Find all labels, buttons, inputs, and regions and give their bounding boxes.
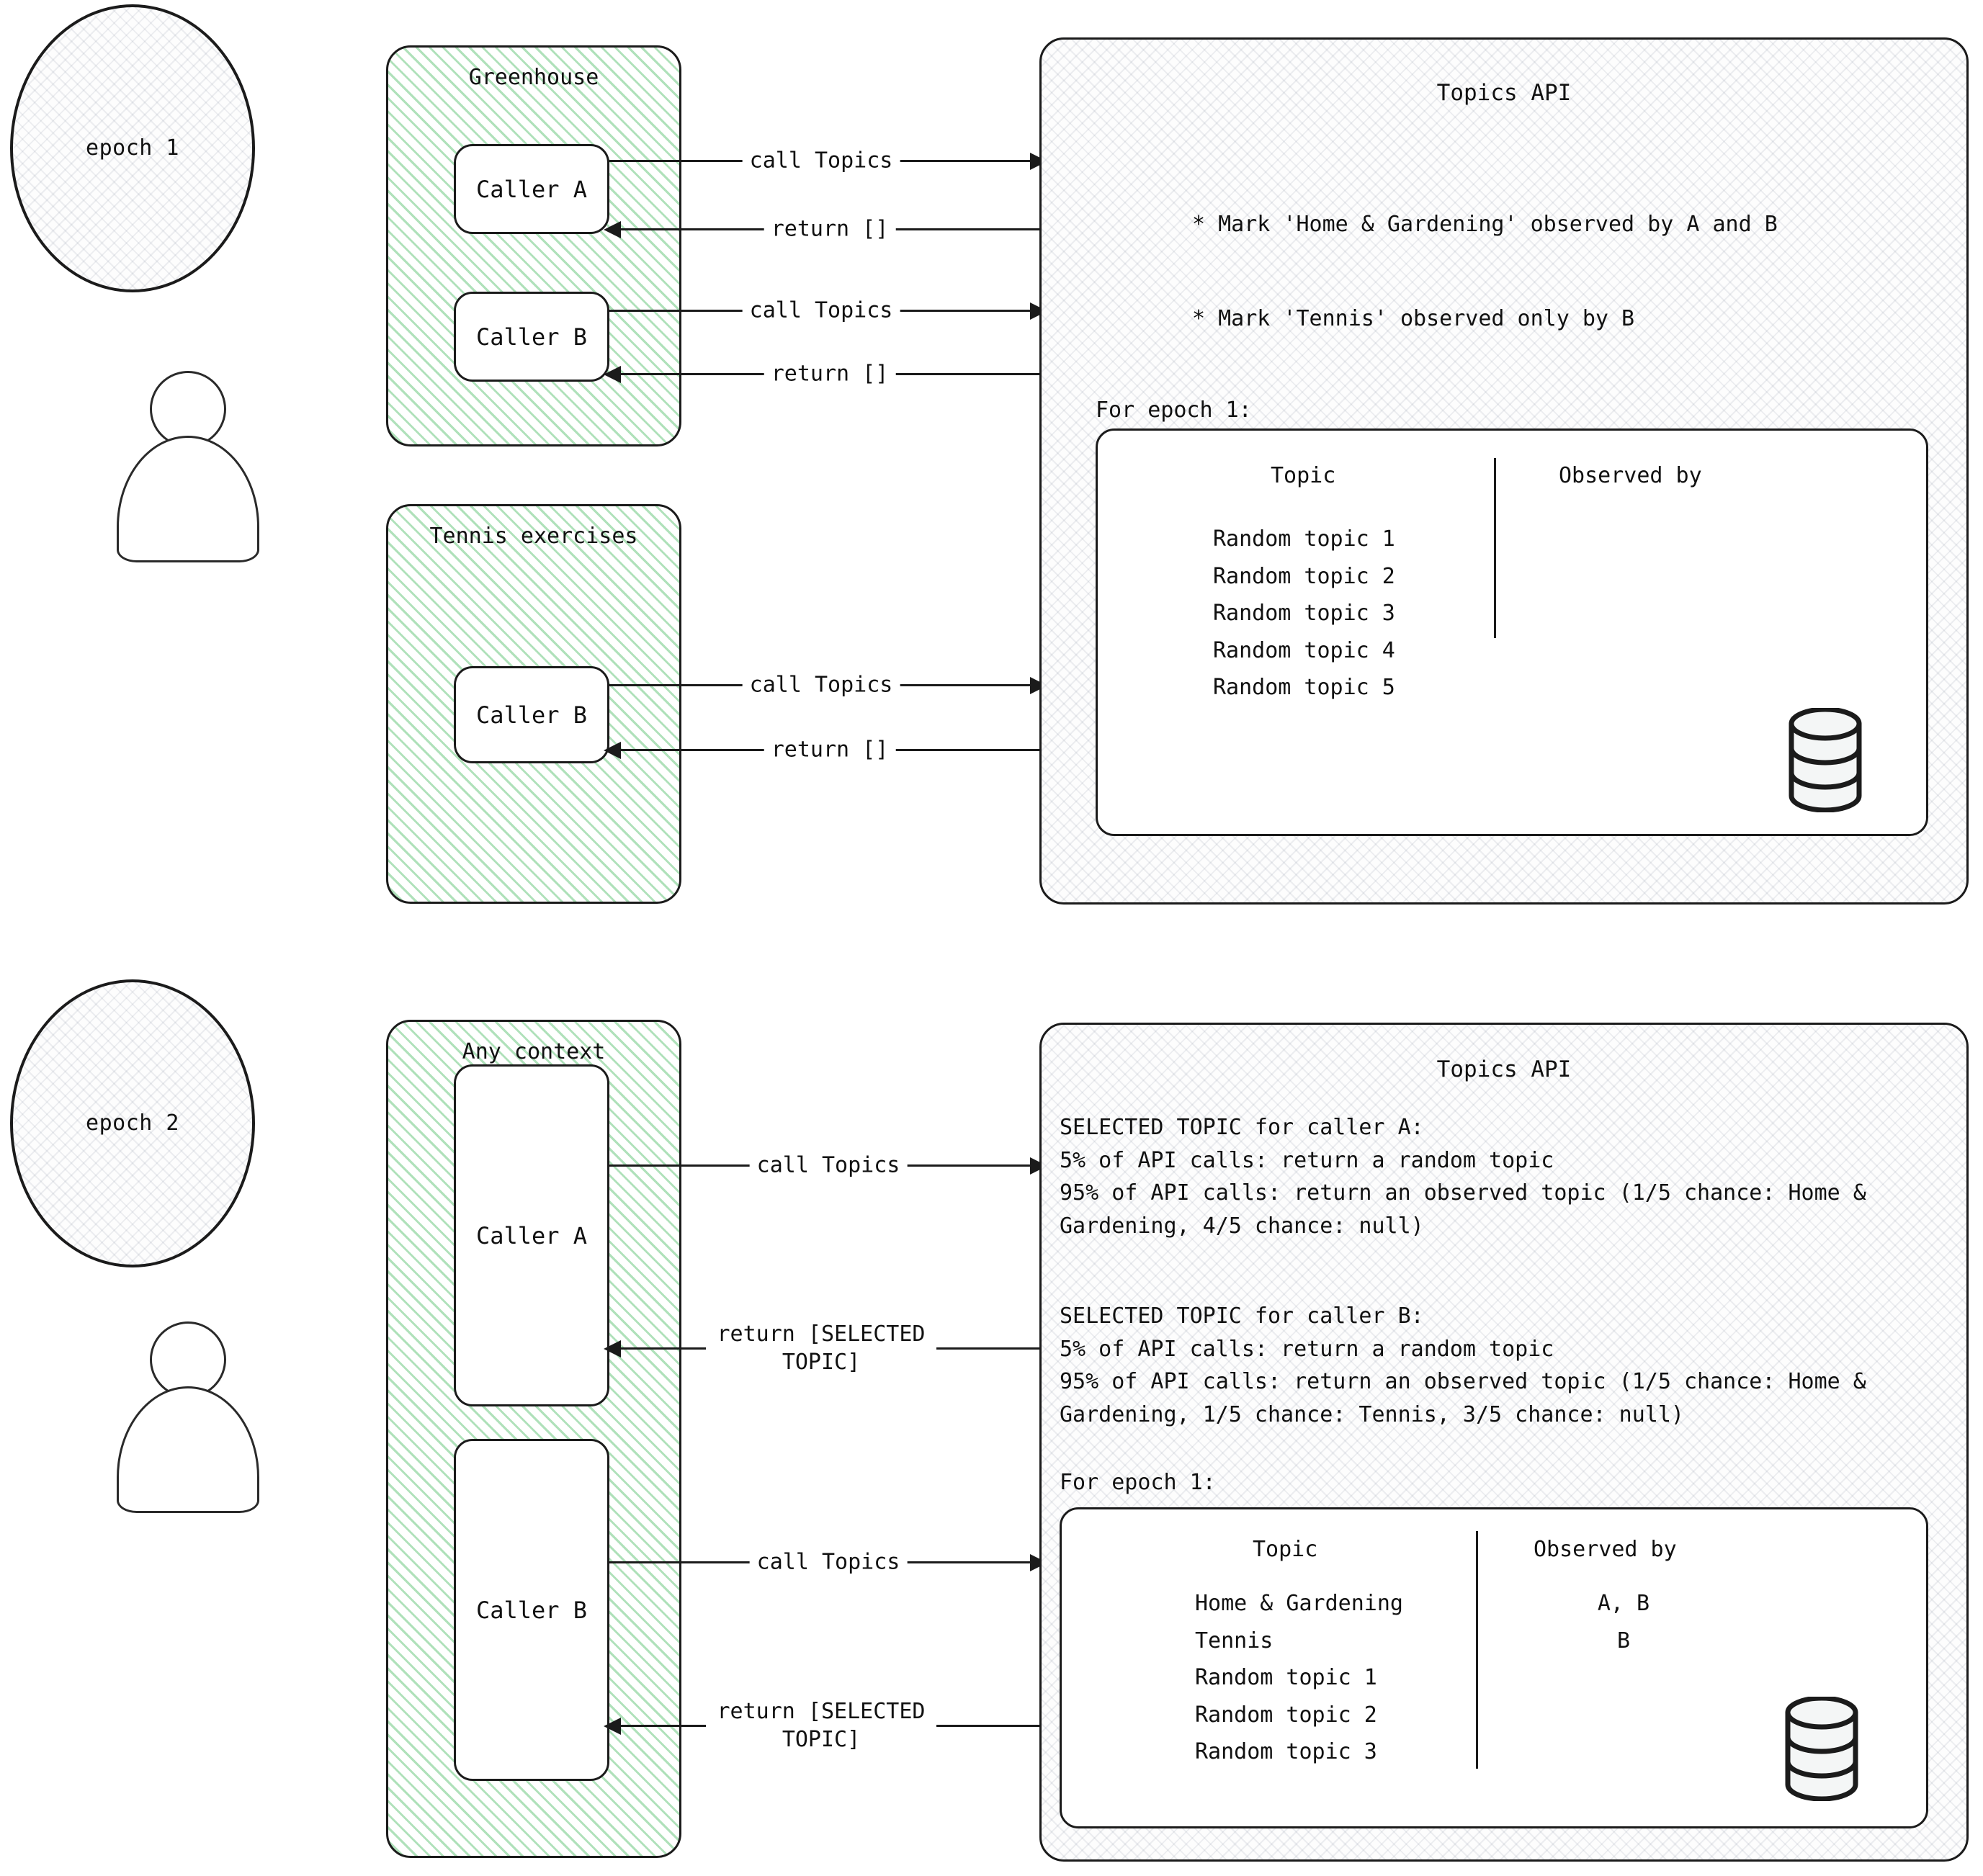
arrow-label-return-greenhouse-b: return [] (764, 359, 896, 388)
arrow-label-return-any-a: return [SELECTED TOPIC] (706, 1320, 936, 1376)
arrow-label-call-greenhouse-a: call Topics (742, 146, 900, 175)
user-body-icon (117, 436, 259, 562)
table-row: B (1616, 1628, 1631, 1653)
arrow-head-return-any-b (604, 1718, 621, 1735)
table-row: Random topic 5 (1213, 675, 1395, 701)
caller-box-any-a[interactable]: Caller A (454, 1064, 609, 1406)
table-row: Random topic 3 (1195, 1739, 1377, 1765)
caller-box-tennis-b-label: Caller B (475, 701, 588, 729)
topics-api-panel-epoch-2: Topics API SELECTED TOPIC for caller A: … (1039, 1023, 1969, 1862)
user-body-icon-2 (117, 1386, 259, 1513)
table-row: Random topic 1 (1195, 1665, 1377, 1691)
arrow-label-return-any-b: return [SELECTED TOPIC] (706, 1697, 936, 1754)
arrow-label-call-any-b: call Topics (749, 1548, 908, 1576)
topics-api-title-epoch-1: Topics API (1436, 80, 1572, 106)
topics-api-table-observers-epoch-2: A, B B (1508, 1585, 1739, 1659)
table-row: Home & Gardening (1195, 1591, 1403, 1616)
arrow-head-return-any-a (604, 1340, 621, 1357)
topics-api-table-col-topic-epoch-2: Topic (1253, 1537, 1318, 1562)
topics-api-table-topics-epoch-1: Random topic 1 Random topic 2 Random top… (1213, 521, 1395, 706)
topics-api-table-topics-epoch-2: Home & Gardening Tennis Random topic 1 R… (1195, 1585, 1403, 1771)
topics-api-heading-caller-a: SELECTED TOPIC for caller A: (1060, 1115, 1424, 1140)
topics-api-table-divider-epoch-1 (1494, 458, 1496, 638)
arrow-label-call-any-a: call Topics (749, 1151, 908, 1180)
epoch-1-label: epoch 1 (86, 135, 179, 161)
topics-api-bullets-epoch-1: * Mark 'Home & Gardening' observed by A … (1192, 146, 1778, 397)
table-row: Random topic 1 (1213, 526, 1395, 552)
user-head-icon (150, 371, 226, 447)
topics-api-table-caption-epoch-1: For epoch 1: (1096, 398, 1252, 423)
caller-box-greenhouse-a[interactable]: Caller A (454, 144, 609, 234)
context-any-context-title: Any context (462, 1039, 606, 1064)
topics-api-panel-epoch-1: Topics API * Mark 'Home & Gardening' obs… (1039, 37, 1969, 905)
topics-api-heading-caller-b: SELECTED TOPIC for caller B: (1060, 1303, 1424, 1329)
topics-api-table-col-topic-epoch-1: Topic (1271, 463, 1336, 488)
topics-api-title-epoch-2: Topics API (1436, 1056, 1572, 1082)
topics-api-table-caption-epoch-2: For epoch 1: (1060, 1470, 1216, 1495)
table-row: Random topic 3 (1213, 601, 1395, 627)
topics-api-line-caller-a-2: 95% of API calls: return an observed top… (1060, 1180, 1866, 1239)
epoch-2-label: epoch 2 (86, 1110, 179, 1136)
arrow-label-return-tennis-b: return [] (764, 735, 896, 764)
caller-box-greenhouse-b-label: Caller B (475, 323, 588, 351)
caller-box-any-b-label: Caller B (475, 1596, 588, 1624)
topics-api-table-col-observed-epoch-2: Observed by (1534, 1537, 1677, 1562)
context-tennis-exercises-title: Tennis exercises (429, 524, 638, 549)
table-row: Tennis (1195, 1628, 1273, 1653)
context-greenhouse: Greenhouse (386, 45, 681, 446)
caller-box-greenhouse-b[interactable]: Caller B (454, 292, 609, 382)
topics-api-table-col-observed-epoch-1: Observed by (1559, 463, 1702, 488)
topics-api-bullet-2: * Mark 'Tennis' observed only by B (1192, 305, 1635, 331)
topics-api-line-caller-b-1: 5% of API calls: return a random topic (1060, 1336, 1554, 1362)
arrow-head-return-tennis-b (604, 742, 621, 759)
caller-box-any-a-label: Caller A (475, 1221, 588, 1249)
user-person-icon (108, 364, 288, 565)
epoch-1-badge: epoch 1 (10, 4, 255, 292)
arrow-label-return-greenhouse-a: return [] (764, 215, 896, 243)
database-cylinder-icon-2 (1785, 1697, 1858, 1801)
arrow-label-call-tennis-b: call Topics (742, 670, 900, 699)
topics-api-table-card-epoch-1: Topic Observed by Random topic 1 Random … (1096, 428, 1928, 836)
topics-api-line-caller-b-2: 95% of API calls: return an observed top… (1060, 1369, 1866, 1427)
topics-api-line-caller-a-1: 5% of API calls: return a random topic (1060, 1147, 1554, 1173)
table-row: A, B (1597, 1591, 1650, 1616)
context-greenhouse-title: Greenhouse (468, 65, 599, 90)
caller-box-any-b[interactable]: Caller B (454, 1439, 609, 1781)
arrow-head-return-greenhouse-b (604, 366, 621, 383)
epoch-2-badge: epoch 2 (10, 979, 255, 1267)
user-person-icon-2 (108, 1314, 288, 1516)
topics-api-table-divider-epoch-2 (1476, 1531, 1478, 1769)
topics-api-paragraph-caller-a: SELECTED TOPIC for caller A: 5% of API c… (1060, 1111, 1931, 1242)
caller-box-tennis-b[interactable]: Caller B (454, 666, 609, 763)
arrow-head-return-greenhouse-a (604, 221, 621, 238)
table-row: Random topic 4 (1213, 637, 1395, 663)
topics-api-bullet-1: * Mark 'Home & Gardening' observed by A … (1192, 212, 1778, 237)
database-cylinder-icon (1789, 708, 1862, 812)
table-row: Random topic 2 (1213, 563, 1395, 589)
context-tennis-exercises: Tennis exercises (386, 504, 681, 904)
table-row: Random topic 2 (1195, 1702, 1377, 1728)
arrow-label-call-greenhouse-b: call Topics (742, 296, 900, 325)
caller-box-greenhouse-a-label: Caller A (475, 175, 588, 203)
topics-api-table-card-epoch-2: Topic Observed by Home & Gardening Tenni… (1060, 1507, 1928, 1828)
topics-api-paragraph-caller-b: SELECTED TOPIC for caller B: 5% of API c… (1060, 1300, 1931, 1431)
